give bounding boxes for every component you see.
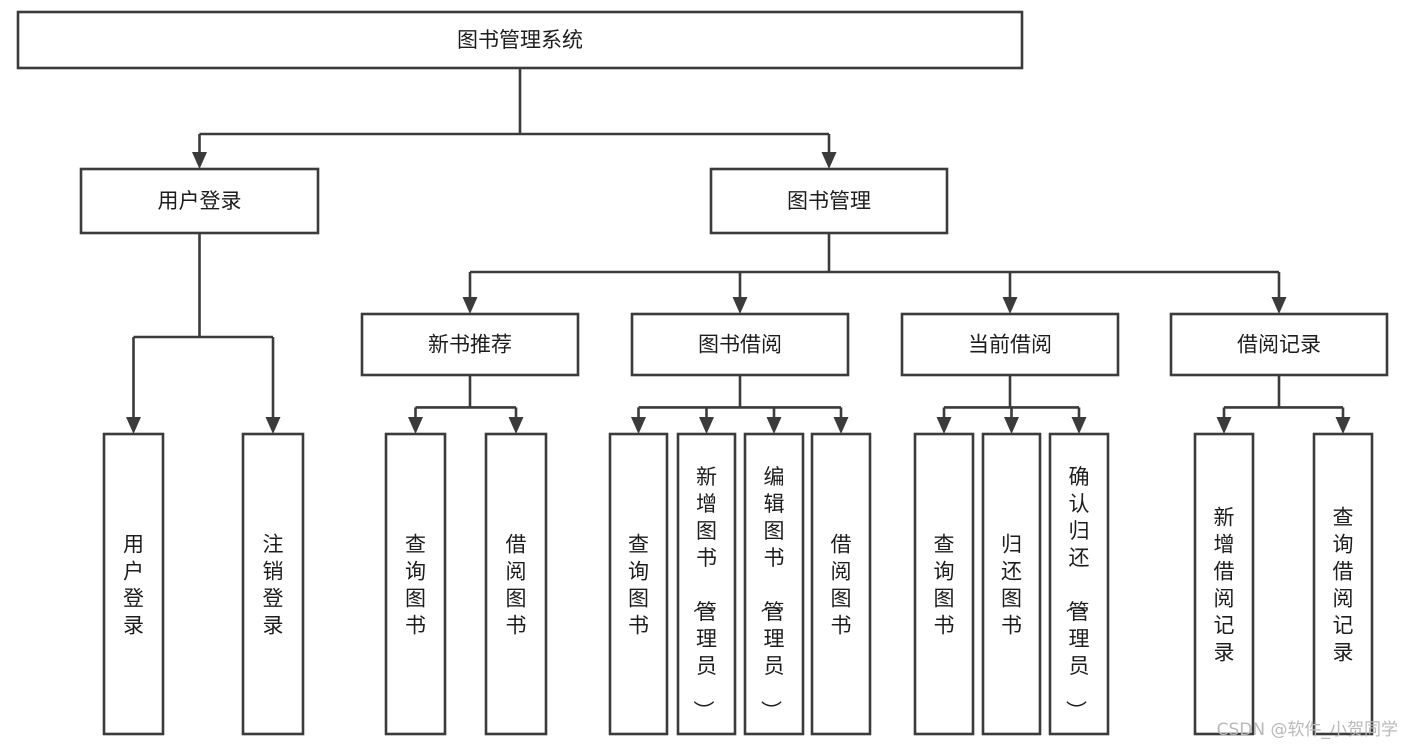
node-root[interactable]: 图书管理系统 [16,10,1024,70]
node-leaf-query-book-new[interactable]: 查询图书 [384,432,447,736]
arrow-head-leaf-user-login [126,417,141,434]
arrow-head-current-borrow [1002,297,1018,314]
node-label-leaf-add-record: 新增借阅记录 [1214,506,1235,665]
arrow-head-leaf-borrow-book-new [508,417,524,434]
node-new-book-recommend[interactable]: 新书推荐 [360,312,580,377]
node-leaf-user-login[interactable]: 用户登录 [102,432,165,736]
node-box-book-management [709,167,949,235]
node-box-leaf-logout [241,432,305,736]
node-book-management[interactable]: 图书管理 [709,167,949,235]
arrow-head-leaf-query-book-current [936,417,952,434]
node-box-leaf-add-record [1193,432,1255,736]
node-leaf-logout[interactable]: 注销登录 [241,432,305,736]
node-label-book-borrow: 图书借阅 [698,333,782,357]
node-label-leaf-borrow-book-new: 借阅图书 [506,533,527,638]
arrow-head-borrow-record [1271,297,1287,314]
arrow-head-leaf-return-book [1004,417,1019,434]
arrow-head-book-management [821,152,837,169]
arrow-head-leaf-edit-book [766,417,782,434]
node-label-new-book-recommend: 新书推荐 [428,333,512,357]
arrow-head-leaf-add-book [699,417,714,434]
node-box-leaf-confirm-return [1048,432,1110,736]
node-label-leaf-add-book: 新增图书（管理员） [691,465,717,721]
arrow-head-book-borrow [732,297,748,314]
connector-layer [126,68,1351,434]
node-label-leaf-query-book-borrow: 查询图书 [628,533,649,638]
node-label-leaf-query-record: 查询借阅记录 [1333,506,1354,665]
node-label-root: 图书管理系统 [457,28,583,52]
node-box-current-borrow [900,312,1120,377]
arrow-head-leaf-borrow-book [833,417,849,434]
node-leaf-add-record[interactable]: 新增借阅记录 [1193,432,1255,736]
node-label-borrow-record: 借阅记录 [1237,333,1321,357]
node-box-leaf-query-book-new [384,432,447,736]
arrow-head-user-login [192,152,207,169]
node-label-leaf-logout: 注销登录 [263,533,284,638]
node-label-leaf-borrow-book: 借阅图书 [831,533,852,638]
arrow-head-leaf-query-book-new [408,417,423,434]
arrow-head-leaf-query-record [1335,417,1351,434]
node-box-new-book-recommend [360,312,580,377]
node-box-leaf-borrow-book [810,432,872,736]
node-label-book-management: 图书管理 [787,189,871,213]
node-label-leaf-return-book: 归还图书 [1001,533,1022,638]
node-box-leaf-query-record [1312,432,1374,736]
node-label-current-borrow: 当前借阅 [968,333,1052,357]
node-user-login[interactable]: 用户登录 [79,167,320,235]
watermark-label: CSDN @软件_小贺同学 [1217,720,1398,740]
node-box-leaf-return-book [981,432,1042,736]
node-book-borrow[interactable]: 图书借阅 [630,312,850,377]
node-leaf-borrow-book-new[interactable]: 借阅图书 [484,432,548,736]
node-leaf-query-book-current[interactable]: 查询图书 [913,432,975,736]
arrow-head-leaf-query-book-borrow [631,417,646,434]
node-box-leaf-borrow-book-new [484,432,548,736]
node-current-borrow[interactable]: 当前借阅 [900,312,1120,377]
node-box-leaf-add-book [676,432,737,736]
node-leaf-borrow-book[interactable]: 借阅图书 [810,432,872,736]
node-box-root [16,10,1024,70]
node-label-leaf-confirm-return: 确认归还（管理员） [1064,465,1090,721]
node-box-leaf-query-book-current [913,432,975,736]
node-box-book-borrow [630,312,850,377]
arrow-head-leaf-confirm-return [1071,417,1087,434]
node-box-user-login [79,167,320,235]
node-leaf-edit-book[interactable]: 编辑图书（管理员） [743,432,805,736]
node-label-user-login: 用户登录 [158,189,242,213]
arrow-head-leaf-add-record [1216,417,1232,434]
node-borrow-record[interactable]: 借阅记录 [1169,312,1389,377]
node-label-leaf-query-book-new: 查询图书 [405,533,426,638]
node-label-leaf-edit-book: 编辑图书（管理员） [759,465,785,721]
node-label-leaf-user-login: 用户登录 [123,533,144,638]
node-leaf-add-book[interactable]: 新增图书（管理员） [676,432,737,736]
arrow-head-leaf-logout [265,417,281,434]
node-leaf-return-book[interactable]: 归还图书 [981,432,1042,736]
node-box-leaf-user-login [102,432,165,736]
node-label-leaf-query-book-current: 查询图书 [934,533,955,638]
arrow-head-new-book-recommend [462,297,478,314]
node-leaf-confirm-return[interactable]: 确认归还（管理员） [1048,432,1110,736]
node-box-leaf-query-book-borrow [608,432,669,736]
node-box-borrow-record [1169,312,1389,377]
node-layer: 图书管理系统用户登录图书管理新书推荐图书借阅当前借阅借阅记录用户登录注销登录查询… [16,10,1389,736]
node-leaf-query-book-borrow[interactable]: 查询图书 [608,432,669,736]
node-leaf-query-record[interactable]: 查询借阅记录 [1312,432,1374,736]
node-box-leaf-edit-book [743,432,805,736]
